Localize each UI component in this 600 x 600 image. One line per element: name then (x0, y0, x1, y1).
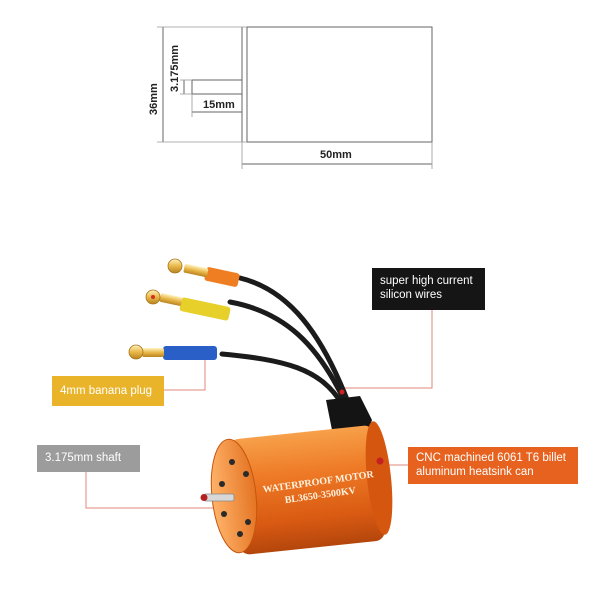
callout-shaft: 3.175mm shaft (37, 445, 140, 472)
banana-plug-top (167, 258, 240, 287)
callout-banana-plug-text: 4mm banana plug (60, 385, 153, 397)
motor-can: WATERPROOF MOTOR BL3650-3500KV (200, 421, 393, 555)
leader-plug (164, 356, 206, 391)
callout-heatsink-can: CNC machined 6061 T6 billet aluminum hea… (408, 447, 578, 484)
screw-hole (221, 511, 227, 517)
leader-wires (342, 310, 433, 389)
callout-heatsink-can-text: CNC machined 6061 T6 billet aluminum hea… (416, 452, 567, 478)
banana-plugs (128, 258, 240, 360)
silicon-wires (219, 275, 351, 407)
callout-banana-plug: 4mm banana plug (52, 376, 164, 406)
can-status-dot (376, 457, 384, 465)
screw-hole (229, 459, 235, 465)
dim-label-36: 36mm (148, 83, 160, 115)
screw-hole (219, 481, 225, 487)
leader-lines (85, 310, 433, 509)
banana-plug-middle (145, 289, 231, 321)
can-end-cap-right (365, 421, 393, 535)
dim-label-15: 15mm (203, 99, 235, 111)
callout-silicon-wires-text: super high current silicon wires (380, 275, 473, 301)
can-body (229, 425, 385, 555)
screw-hole (237, 531, 243, 537)
dim-label-50: 50mm (320, 149, 352, 161)
leader-shaft (85, 472, 214, 509)
motor-outline-rect (246, 26, 433, 143)
callout-shaft-text: 3.175mm shaft (45, 452, 122, 464)
dimension-drawing: 36mm 3.175mm 15mm 50mm (148, 26, 433, 169)
banana-plug-bottom (128, 344, 217, 360)
screw-hole (245, 519, 251, 525)
dim-label-3175: 3.175mm (169, 45, 181, 92)
callout-silicon-wires: super high current silicon wires (372, 268, 485, 310)
motor-shaft (203, 493, 235, 502)
shaft-outline-rect (191, 79, 243, 95)
grommet-dot (339, 389, 345, 395)
screw-hole (243, 471, 249, 477)
